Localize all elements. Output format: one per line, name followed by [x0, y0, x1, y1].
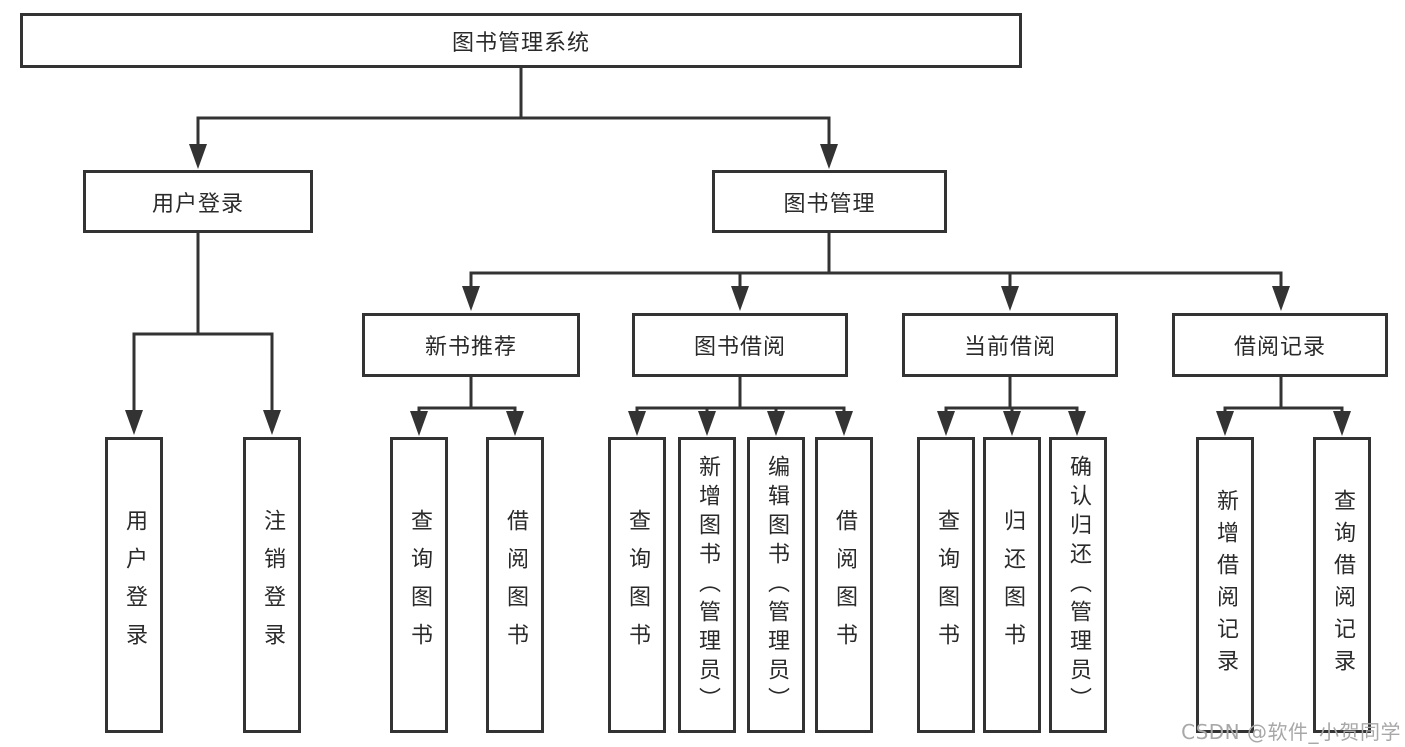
leaf-nbr-borrow-books: 借阅图书: [486, 437, 544, 733]
leaf-user-login: 用户登录: [105, 437, 163, 733]
leaf-nbr-query-books: 查询图书: [390, 437, 448, 733]
node-new-book-recommend: 新书推荐: [362, 313, 580, 377]
watermark: CSDN @软件_小贺同学: [1181, 720, 1401, 744]
leaf-cb-return-books-label: 归还图书: [1000, 509, 1025, 661]
leaf-bb-edit-books: 编辑图书（管理员）: [747, 437, 805, 733]
leaf-bb-query-books-label: 查询图书: [625, 509, 650, 661]
leaf-bb-add-books: 新增图书（管理员）: [678, 437, 736, 733]
leaf-user-login-label: 用户登录: [122, 509, 147, 661]
leaf-nbr-query-books-label: 查询图书: [407, 509, 432, 661]
leaf-br-add-record-label: 新增借阅记录: [1213, 489, 1238, 681]
node-current-borrowing: 当前借阅: [902, 313, 1118, 377]
leaf-bb-borrow-books-label: 借阅图书: [832, 509, 857, 661]
leaf-bb-query-books: 查询图书: [608, 437, 666, 733]
node-root: 图书管理系统: [20, 13, 1022, 68]
node-borrowing-records: 借阅记录: [1172, 313, 1388, 377]
leaf-logout: 注销登录: [243, 437, 301, 733]
leaf-cb-query-books: 查询图书: [917, 437, 975, 733]
leaf-bb-edit-books-label: 编辑图书（管理员）: [764, 454, 789, 716]
leaf-bb-borrow-books: 借阅图书: [815, 437, 873, 733]
leaf-nbr-borrow-books-label: 借阅图书: [503, 509, 528, 661]
leaf-bb-add-books-label: 新增图书（管理员）: [695, 454, 720, 716]
node-user-login: 用户登录: [83, 170, 313, 233]
leaf-br-query-record: 查询借阅记录: [1313, 437, 1371, 733]
node-book-management: 图书管理: [712, 170, 947, 233]
leaf-br-add-record: 新增借阅记录: [1196, 437, 1254, 733]
leaf-br-query-record-label: 查询借阅记录: [1330, 489, 1355, 681]
leaf-cb-return-books: 归还图书: [983, 437, 1041, 733]
leaf-cb-query-books-label: 查询图书: [934, 509, 959, 661]
leaf-cb-confirm-return-label: 确认归还（管理员）: [1066, 454, 1091, 716]
leaf-logout-label: 注销登录: [260, 509, 285, 661]
leaf-cb-confirm-return: 确认归还（管理员）: [1049, 437, 1107, 733]
node-book-borrowing: 图书借阅: [632, 313, 848, 377]
